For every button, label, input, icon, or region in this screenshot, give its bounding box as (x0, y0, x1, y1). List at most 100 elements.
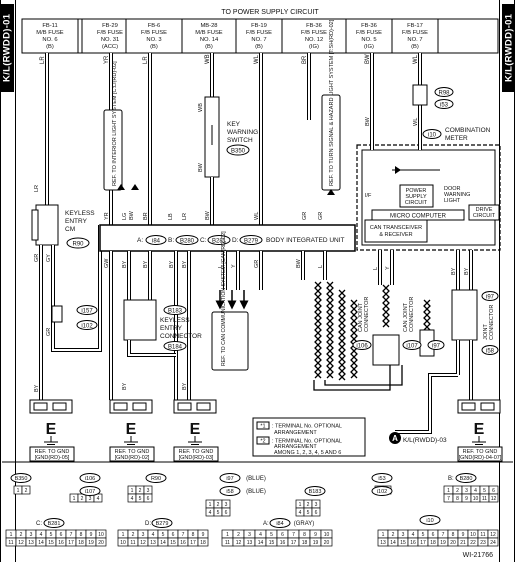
legend-pin-number: 12 (140, 540, 146, 546)
fuse-id: FB-6 (148, 23, 161, 29)
svg-text:B184: B184 (168, 345, 183, 351)
fuse-frame (281, 18, 347, 54)
legend-pin-number: 9 (202, 532, 205, 538)
legend-ref-badge (269, 518, 291, 528)
legend-pin-number: 1 (17, 488, 20, 494)
svg-text:CONNECTOR: CONNECTOR (364, 297, 370, 332)
svg-text:L: L (218, 265, 224, 268)
fuse-type: F/B FUSE (356, 30, 382, 36)
svg-text:B183: B183 (168, 309, 183, 315)
svg-text:CONNECTOR: CONNECTOR (409, 297, 415, 332)
legend-ref-badge (219, 486, 241, 496)
svg-text:*1: *1 (260, 424, 265, 430)
legend-pin-number: 23 (480, 540, 486, 546)
legend-pin-cell (21, 485, 31, 495)
svg-text:AMONG 1, 2, 3, 4, 5 AND 6: AMONG 1, 2, 3, 4, 5 AND 6 (274, 450, 341, 456)
can-wire (313, 365, 391, 391)
legend-ref: B280 (460, 476, 473, 482)
legend-pin-number: 12 (18, 540, 24, 546)
legend-ref: i58 (226, 489, 233, 495)
legend-pin-number: 6 (432, 532, 435, 538)
ground-pin (52, 402, 67, 411)
svg-text:BY: BY (182, 382, 188, 390)
fuse-id: MB-28 (200, 23, 217, 29)
svg-text:COMBINATION: COMBINATION (445, 127, 491, 134)
fuse-number: NO. 31 (101, 37, 119, 43)
wire-label: WL (413, 54, 419, 64)
legend-ref-badge (43, 518, 65, 528)
ground-pin (177, 402, 192, 411)
fuse-supply: (ACC) (102, 44, 118, 50)
legend-ref-badge (371, 486, 393, 496)
legend-ref-badge (79, 486, 101, 496)
svg-text:R98: R98 (438, 91, 450, 97)
fuse-id: FB-29 (102, 23, 118, 29)
legend-ref-badge (79, 473, 101, 483)
ground-ref-box (109, 446, 155, 462)
legend-pin-number: 4 (474, 488, 477, 494)
legend-pin-number: 6 (315, 510, 318, 516)
svg-text:*2: *2 (260, 439, 265, 445)
legend-pin-number: 10 (120, 540, 126, 546)
ground-ref-box (173, 446, 219, 462)
ground-ref-line2: [GND(RD)-03] (179, 455, 214, 461)
legend-pin-number: 3 (225, 502, 228, 508)
legend-pin-number: 9 (465, 496, 468, 502)
can-twisted-pairs (313, 281, 431, 391)
legend-pin-number: 6 (60, 532, 63, 538)
can-wire (314, 281, 322, 379)
svg-text:JOINT: JOINT (483, 323, 489, 340)
legend-pin-number: 8 (192, 532, 195, 538)
legend-pin-number: 4 (131, 496, 134, 502)
svg-text:KEY: KEY (227, 121, 241, 128)
fuse-type: F/B FUSE (246, 30, 272, 36)
svg-text:MICRO COMPUTER: MICRO COMPUTER (390, 214, 447, 220)
legend-pin-cell (143, 493, 153, 503)
legend-pin-number: 7 (292, 532, 295, 538)
legend-pin-number: 2 (20, 532, 23, 538)
legend-ref-badge (151, 518, 173, 528)
legend-pin-number: 19 (313, 540, 319, 546)
legend-ref: B279 (156, 521, 169, 527)
legend-pin-number: 4 (97, 496, 100, 502)
legend-pin-number: 11 (130, 540, 135, 546)
legend-pin-number: 18 (78, 540, 84, 546)
svg-text:: TERMINAL No. OPTIONAL: : TERMINAL No. OPTIONAL (272, 424, 342, 430)
fuse-frame (391, 18, 439, 54)
svg-text:GR: GR (254, 260, 260, 268)
svg-text:WARNING: WARNING (444, 192, 470, 198)
legend-pin-number: 16 (410, 540, 416, 546)
svg-text:BY: BY (34, 384, 40, 392)
svg-text:& RECEIVER: & RECEIVER (379, 232, 412, 238)
ground-ref-line1: REF. TO GND (463, 449, 498, 455)
svg-text:B280: B280 (180, 239, 195, 245)
left-margin-strip: K/L(RWDD)-01 (0, 0, 16, 562)
wire-label: WL (254, 54, 260, 64)
fuse-supply: (B) (411, 44, 419, 50)
svg-text:LIGHT: LIGHT (444, 198, 461, 204)
legend-pin-number: 22 (470, 540, 476, 546)
fuse-wire-labels: LR YR LR WB WL BR BW WL (40, 54, 419, 64)
svg-text:BW: BW (198, 162, 204, 172)
fuse-type: M/B FUSE (195, 30, 223, 36)
legend-pin-number: 2 (132, 532, 135, 538)
legend-pin-number: 5 (307, 510, 310, 516)
legend-prefix: B: (448, 476, 454, 482)
legend-pin-number: 19 (440, 540, 446, 546)
legend-pin-number: 13 (150, 540, 156, 546)
legend-pin-number: 3 (248, 532, 251, 538)
legend-pin-number: 14 (160, 540, 166, 546)
fuse-frame (181, 18, 237, 54)
legend-pin-number: 2 (25, 488, 28, 494)
svg-text:DRIVE: DRIVE (476, 207, 493, 213)
fuse-supply: (IG) (364, 44, 374, 50)
svg-text:WARNING: WARNING (227, 129, 258, 136)
ground-ref-line1: REF. TO GND (35, 449, 70, 455)
svg-text:i53: i53 (440, 103, 449, 109)
legend-pin-number: 4 (40, 532, 43, 538)
can-wire (326, 281, 334, 379)
